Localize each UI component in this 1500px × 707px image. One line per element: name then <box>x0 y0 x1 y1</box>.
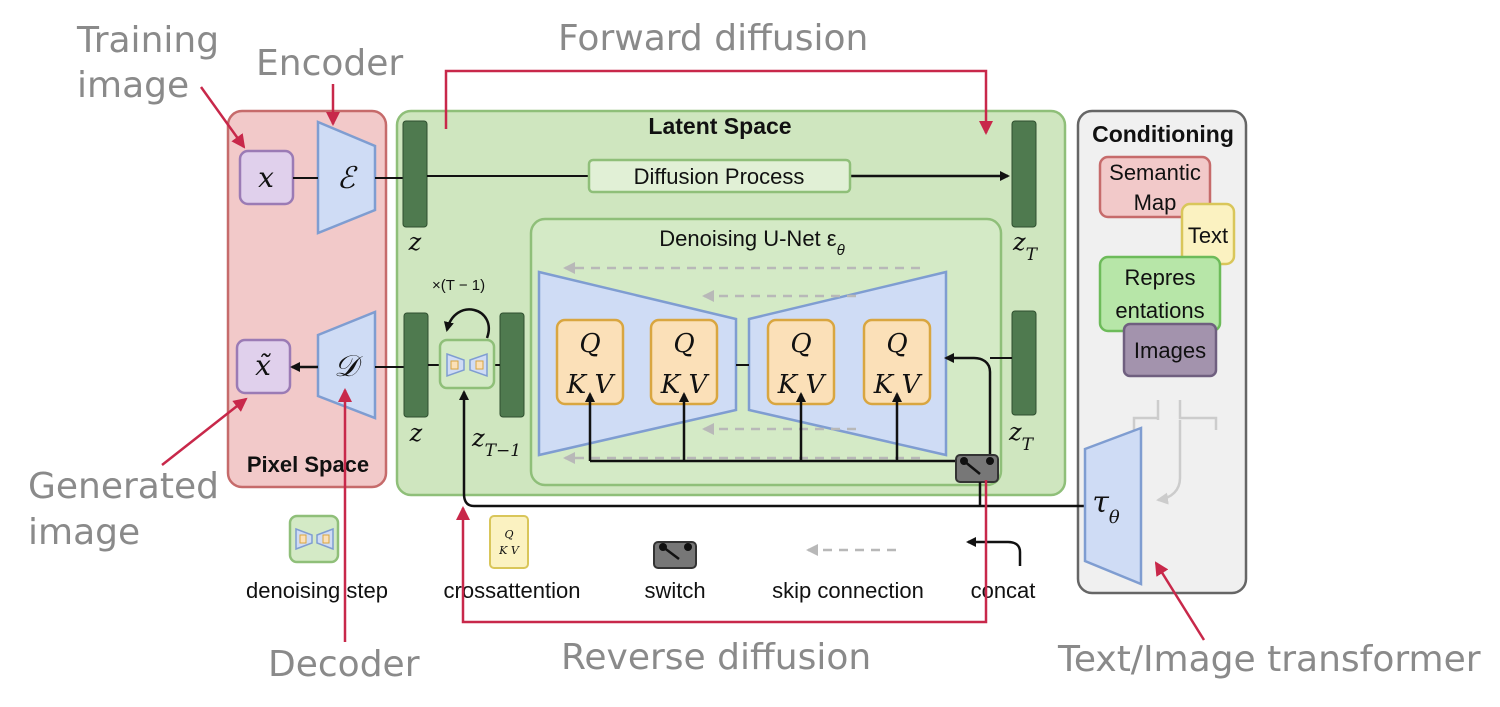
switch-lever <box>963 460 981 475</box>
diffusion-process-label: Diffusion Process <box>634 164 805 189</box>
concat-path <box>944 353 992 462</box>
zT1-label: zT−1 <box>471 424 521 461</box>
svg-text:K V: K V <box>498 544 520 557</box>
tau-transformer-shape <box>1083 426 1143 586</box>
legend-denoising-step-icon <box>288 514 340 564</box>
denoising-step-box <box>438 338 496 390</box>
text-label: Text <box>1188 223 1228 248</box>
qkv-block-1: Q K V <box>555 318 625 406</box>
legend-switch-label: switch <box>644 578 705 603</box>
z-label-top: z <box>408 228 422 256</box>
generated-image-pointer <box>161 397 248 466</box>
legend-skip-connection-label: skip connection <box>772 578 924 603</box>
decoder-trapezoid <box>316 310 377 420</box>
decoder-annotation: Decoder <box>268 644 420 685</box>
forward-diffusion-annotation: Forward diffusion <box>558 18 868 59</box>
encoder-symbol: ℰ <box>337 161 358 196</box>
encoder-annotation: Encoder <box>256 43 403 84</box>
conditioning-to-step-line <box>459 390 1086 508</box>
legend-crossattention-icon: Q K V <box>489 515 529 569</box>
generated-image-annotation-1: Generated <box>28 466 219 507</box>
zT-label-bottom: zT <box>1008 418 1035 455</box>
legend-denoising-step-label: denoising step <box>246 578 388 603</box>
loop-label: ×(T − 1) <box>432 277 485 294</box>
reverse-diffusion-annotation: Reverse diffusion <box>561 637 871 678</box>
tau-symbol: τθ <box>1092 485 1120 528</box>
generated-image-annotation-2: image <box>28 512 140 553</box>
forward-diffusion-bracket <box>444 69 993 135</box>
z-latent-bar-top <box>402 120 428 228</box>
training-image-pointer <box>199 86 246 149</box>
output-x-tilde-symbol: x̃ <box>255 349 271 382</box>
diffusion-process-box <box>587 158 852 194</box>
representations-label-2: entations <box>1115 298 1204 323</box>
legend-switch-icon <box>653 541 697 569</box>
svg-text:Q: Q <box>790 329 811 359</box>
images-box <box>1122 322 1218 378</box>
unet-title: Denoising U-Net εθ <box>659 226 844 259</box>
conditioning-merge-lines <box>1132 400 1218 500</box>
semantic-map-label-2: Map <box>1134 190 1177 215</box>
conditioning-title: Conditioning <box>1092 121 1234 147</box>
transformer-pointer <box>1154 561 1206 641</box>
loop-arrow <box>443 308 490 339</box>
input-x-symbol: x <box>258 161 274 194</box>
unet-encoder-shape <box>537 270 738 457</box>
zT-latent-bar-bottom <box>1011 310 1037 416</box>
training-image-annotation-1: Training <box>76 20 219 61</box>
semantic-map-label-1: Semantic <box>1109 160 1201 185</box>
legend-concat-label: concat <box>971 578 1036 603</box>
svg-text:Q: Q <box>504 528 513 541</box>
qkv-block-2: Q K V <box>649 318 719 406</box>
training-image-annotation-2: image <box>77 65 189 106</box>
legend-crossattention-label: crossattention <box>444 578 581 603</box>
step-icon-qkv-left <box>450 360 459 370</box>
semantic-map-box <box>1098 155 1212 219</box>
qkv-block-4: Q K V <box>862 318 932 406</box>
encoder-trapezoid <box>316 120 377 235</box>
legend-concat-icon <box>966 537 1022 566</box>
pixel-space-title: Pixel Space <box>247 452 369 477</box>
latent-space-title: Latent Space <box>648 113 791 139</box>
z-latent-bar-bottom <box>403 312 429 418</box>
representations-label-1: Repres <box>1125 265 1196 290</box>
zT-latent-bar-top <box>1011 120 1037 228</box>
z-label-bottom: z <box>409 419 423 447</box>
svg-text:Q: Q <box>673 329 694 359</box>
zT-label-top: zT <box>1012 228 1039 265</box>
qkv-block-3: Q K V <box>766 318 836 406</box>
switch-dot-right <box>986 457 994 465</box>
reverse-diffusion-bracket <box>456 480 988 624</box>
svg-text:Q: Q <box>579 329 600 359</box>
text-image-transformer-annotation: Text/Image transformer <box>1057 639 1481 680</box>
svg-text:Q: Q <box>886 329 907 359</box>
images-label: Images <box>1134 338 1206 363</box>
step-icon-qkv-right <box>475 360 484 370</box>
zT1-latent-bar <box>499 312 525 418</box>
